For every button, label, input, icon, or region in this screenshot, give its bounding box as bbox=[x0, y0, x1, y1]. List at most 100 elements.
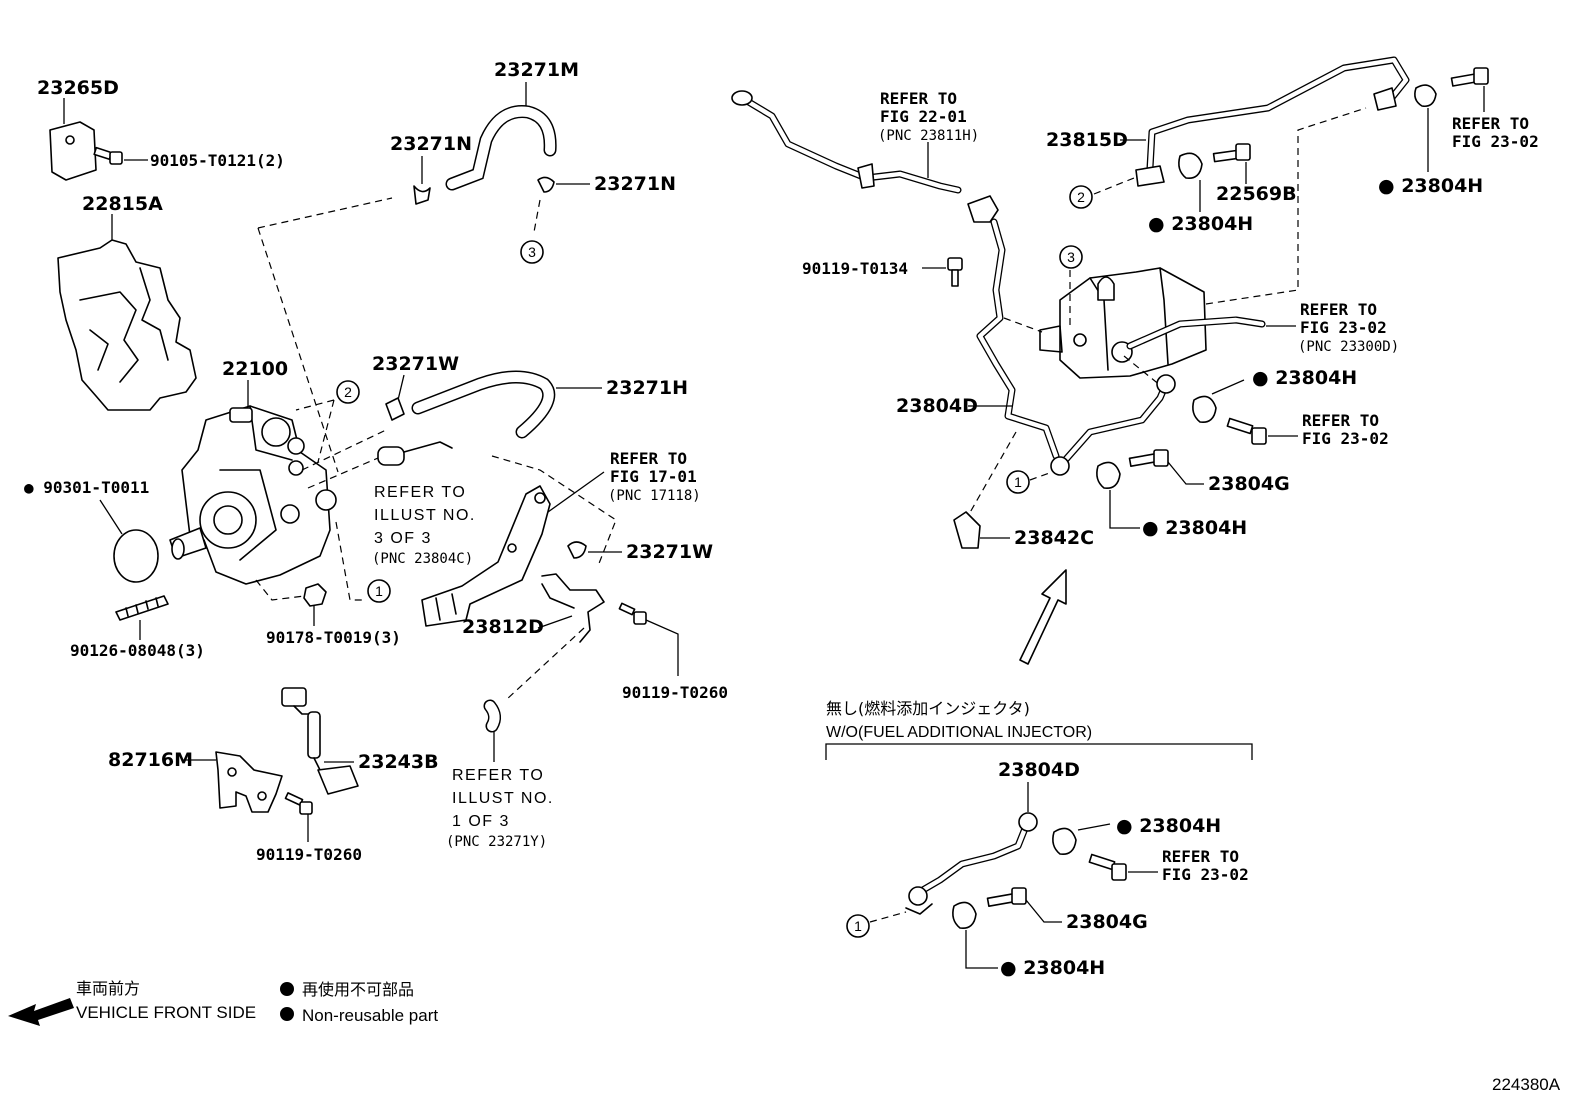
injector-23300D-drawing bbox=[1039, 267, 1266, 379]
label-23804D-b: 23804D bbox=[998, 759, 1080, 781]
svg-text:(PNC 23811H): (PNC 23811H) bbox=[878, 128, 979, 144]
clip-23842C-drawing bbox=[953, 511, 981, 549]
gasket-23804H-e-drawing bbox=[1052, 827, 1077, 856]
label-23265D: 23265D bbox=[37, 77, 119, 99]
label-22100: 22100 bbox=[222, 358, 288, 380]
pipe-injector-outlet-drawing bbox=[1050, 374, 1176, 476]
label-23243B: 23243B bbox=[358, 751, 439, 773]
bracket-23812D-drawing bbox=[541, 573, 605, 643]
cover-22815A-drawing bbox=[57, 239, 197, 411]
label-23804H-e: ● 23804H bbox=[1116, 815, 1221, 837]
label-90105-T0121: 90105-T0121(2) bbox=[150, 151, 285, 170]
oring-90301-drawing bbox=[113, 529, 159, 583]
figure-id: 224380A bbox=[1492, 1075, 1561, 1094]
note-refer-fig-23-02-low: REFER TO FIG 23-02 bbox=[1162, 847, 1249, 884]
bolt-90119-T0260-a-drawing bbox=[618, 602, 647, 625]
gasket-23804H-f-drawing bbox=[952, 901, 977, 930]
bolt-variant-right-drawing bbox=[1088, 853, 1127, 881]
bolt-90119-T0134-drawing bbox=[947, 257, 963, 287]
label-23804D-a: 23804D bbox=[896, 395, 978, 417]
pipe-23804D-b-drawing bbox=[905, 812, 1038, 915]
variant-label-jp: 無し(燃料添加インジェクタ) bbox=[826, 699, 1030, 718]
svg-text:FIG 23-02: FIG 23-02 bbox=[1452, 132, 1539, 151]
pipe-23804D-a-drawing bbox=[967, 195, 1060, 460]
note-refer-fig-23-02-mid: REFER TO FIG 23-02 bbox=[1302, 411, 1389, 448]
bracket-82716M-drawing bbox=[215, 751, 283, 813]
svg-text:3: 3 bbox=[528, 244, 536, 260]
svg-text:1: 1 bbox=[375, 583, 383, 599]
note-refer-fig-22-01: REFER TO FIG 22-01 (PNC 23811H) bbox=[878, 89, 979, 144]
label-90119-T0260-b: 90119-T0260 bbox=[256, 845, 362, 864]
gasket-23804H-d-drawing bbox=[1096, 461, 1121, 490]
pipe-23815D-drawing bbox=[1135, 56, 1410, 187]
label-23804G-a: 23804G bbox=[1208, 473, 1290, 495]
clamp-23271N-a-drawing bbox=[413, 185, 431, 205]
svg-text:(PNC 17118): (PNC 17118) bbox=[608, 488, 701, 504]
label-90126-08048: 90126-08048(3) bbox=[70, 641, 205, 660]
bolt-90105-drawing bbox=[93, 146, 123, 165]
label-22815A: 22815A bbox=[82, 193, 163, 215]
ref-circle-2-right: 2 bbox=[1069, 185, 1093, 209]
ref-circle-1-left: 1 bbox=[367, 579, 391, 603]
svg-text:1: 1 bbox=[1014, 474, 1022, 490]
svg-text:REFER TO: REFER TO bbox=[374, 484, 466, 501]
label-23812D: 23812D bbox=[462, 616, 544, 638]
plate-23265D-drawing bbox=[49, 121, 97, 181]
svg-text:2: 2 bbox=[1077, 189, 1085, 205]
svg-text:FIG 23-02: FIG 23-02 bbox=[1162, 865, 1249, 884]
legend-front-en: VEHICLE FRONT SIDE bbox=[76, 1003, 256, 1022]
label-90178-T0019: 90178-T0019(3) bbox=[266, 628, 401, 647]
note-refer-fig-17-01: REFER TO FIG 17-01 (PNC 17118) bbox=[608, 449, 701, 504]
clamp-23271N-b-drawing bbox=[537, 176, 555, 193]
hose-23271M-drawing bbox=[445, 105, 557, 191]
label-23804H-c: ● 23804H bbox=[1252, 367, 1357, 389]
svg-text:REFER TO: REFER TO bbox=[610, 449, 687, 468]
bolt-mid-right-drawing bbox=[1226, 417, 1267, 445]
pipe-23811H-drawing bbox=[731, 90, 962, 194]
svg-text:REFER TO: REFER TO bbox=[1162, 847, 1239, 866]
clamp-23271W-a-drawing bbox=[385, 397, 405, 421]
label-23815D: 23815D bbox=[1046, 129, 1128, 151]
svg-text:REFER TO: REFER TO bbox=[1452, 114, 1529, 133]
label-90119-T0260-a: 90119-T0260 bbox=[622, 683, 728, 702]
label-23804H-f: ● 23804H bbox=[1000, 957, 1105, 979]
svg-text:1 OF 3: 1 OF 3 bbox=[452, 813, 510, 830]
svg-text:REFER TO: REFER TO bbox=[880, 89, 957, 108]
nut-90178-drawing bbox=[303, 583, 327, 607]
label-23271N-b: 23271N bbox=[594, 173, 676, 195]
svg-text:(PNC 23300D): (PNC 23300D) bbox=[1298, 339, 1399, 355]
variant-label-en: W/O(FUEL ADDITIONAL INJECTOR) bbox=[826, 724, 1092, 741]
vehicle-front-arrow-icon bbox=[8, 998, 74, 1026]
legend-nonreuse-en: Non-reusable part bbox=[302, 1006, 438, 1025]
svg-text:(PNC 23804C): (PNC 23804C) bbox=[372, 551, 473, 567]
svg-text:FIG 22-01: FIG 22-01 bbox=[880, 107, 967, 126]
note-refer-illust-3: REFER TO ILLUST NO. 3 OF 3 (PNC 23804C) bbox=[372, 484, 474, 567]
bolt-23804G-a-drawing bbox=[1128, 449, 1169, 467]
variant-bracket bbox=[825, 743, 1253, 760]
pump-22100-drawing bbox=[169, 405, 337, 585]
pipe-illust3-drawing bbox=[377, 441, 453, 466]
ref-circle-2-left: 2 bbox=[336, 380, 360, 404]
svg-text:FIG 17-01: FIG 17-01 bbox=[610, 467, 697, 486]
label-23804H-b: ● 23804H bbox=[1378, 175, 1483, 197]
label-82716M: 82716M bbox=[108, 749, 193, 771]
bolt-22569B-drawing bbox=[1212, 143, 1251, 163]
label-23804G-b: 23804G bbox=[1066, 911, 1148, 933]
label-23804H-d: ● 23804H bbox=[1142, 517, 1247, 539]
svg-text:3: 3 bbox=[1067, 249, 1075, 265]
svg-text:FIG 23-02: FIG 23-02 bbox=[1300, 318, 1387, 337]
label-23842C: 23842C bbox=[1014, 527, 1094, 549]
gasket-23804H-a-drawing bbox=[1178, 152, 1203, 180]
label-23271W-a: 23271W bbox=[372, 353, 459, 375]
ref-circle-1-right: 1 bbox=[1006, 470, 1030, 494]
label-90301-T0011: ● 90301-T0011 bbox=[24, 478, 149, 497]
svg-text:3 OF 3: 3 OF 3 bbox=[374, 530, 432, 547]
label-23804H-a: ● 23804H bbox=[1148, 213, 1253, 235]
ref-circle-1-variant: 1 bbox=[846, 914, 870, 938]
note-refer-fig-23-02-pnc: REFER TO FIG 23-02 (PNC 23300D) bbox=[1298, 300, 1399, 355]
label-22569B: 22569B bbox=[1216, 183, 1297, 205]
note-refer-fig-23-02-top: REFER TO FIG 23-02 bbox=[1452, 114, 1539, 151]
hose-23271H-drawing bbox=[411, 370, 556, 439]
sensor-23243B-drawing bbox=[281, 687, 359, 795]
